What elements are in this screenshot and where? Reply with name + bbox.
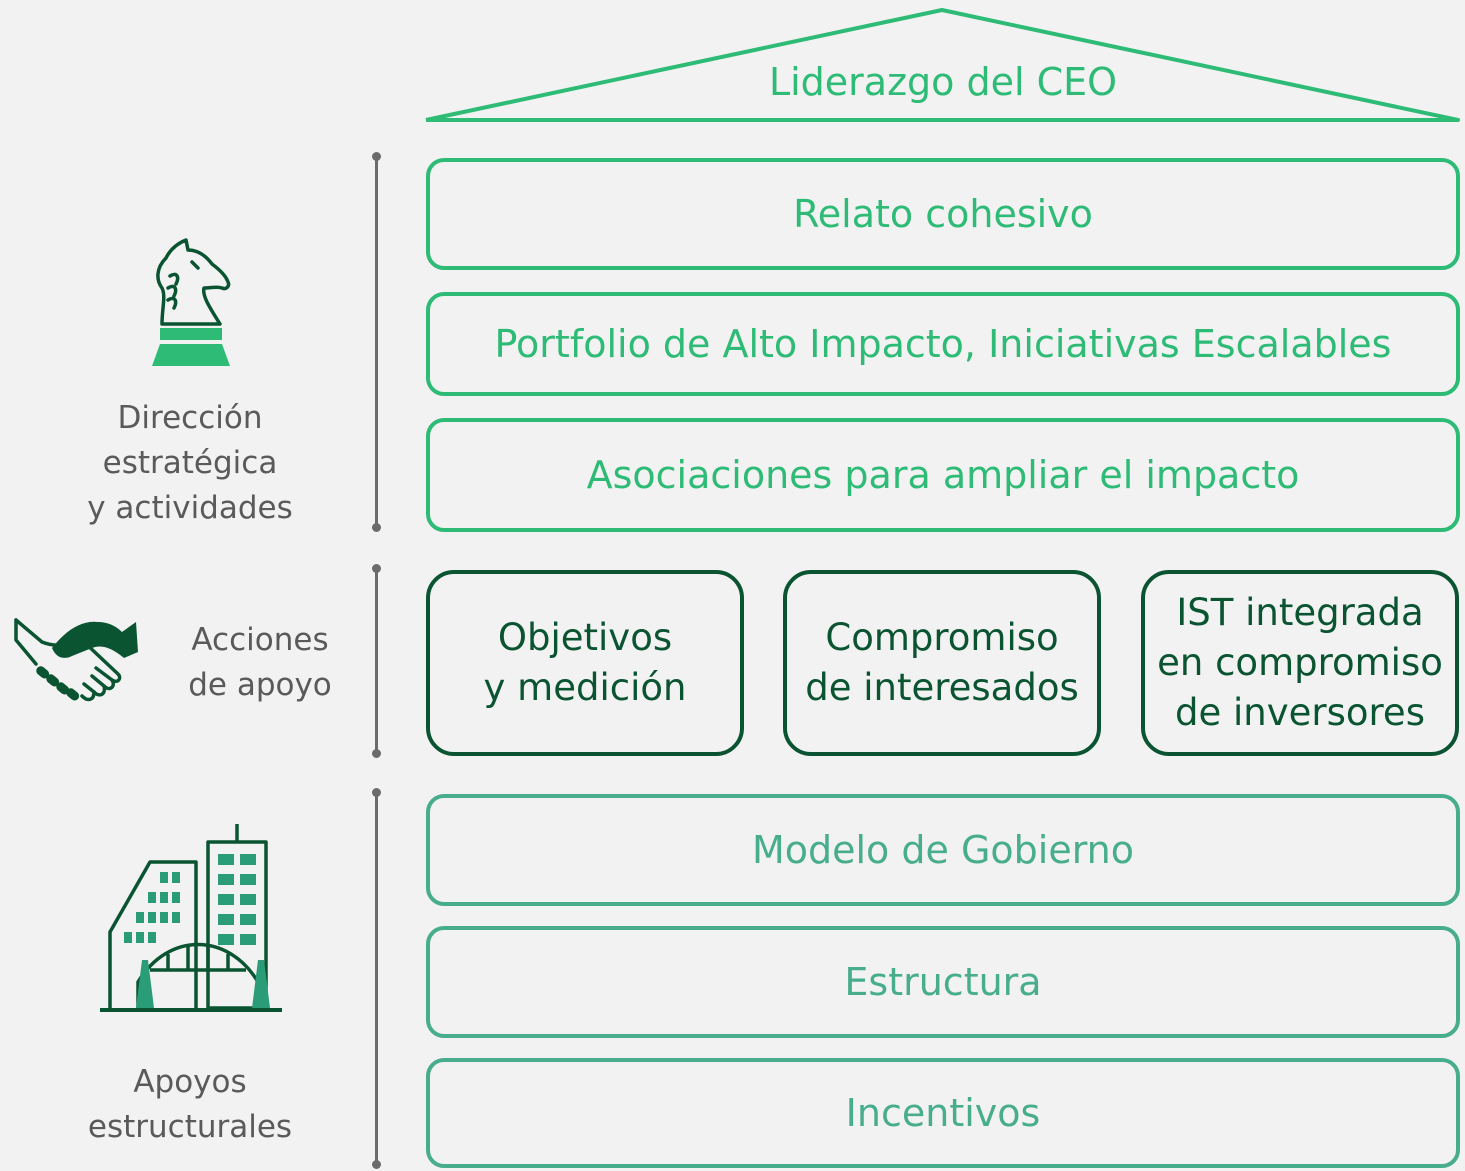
structural-bracket bbox=[370, 788, 384, 1169]
support-box-compromiso: Compromiso de interesados bbox=[783, 570, 1101, 756]
chess-knight-icon bbox=[152, 238, 231, 366]
city-buildings-icon bbox=[100, 824, 282, 1012]
structural-label: Apoyos estructurales bbox=[87, 1064, 293, 1145]
strategic-box-portfolio: Portfolio de Alto Impacto, Iniciativas E… bbox=[426, 292, 1460, 396]
structural-box-estructura: Estructura bbox=[426, 926, 1460, 1038]
strategic-box-label: Relato cohesivo bbox=[793, 192, 1093, 236]
strategic-box-label: Asociaciones para ampliar el impacto bbox=[586, 453, 1300, 497]
roof-title: Liderazgo del CEO bbox=[768, 60, 1118, 104]
structural-box-label: Incentivos bbox=[845, 1091, 1041, 1135]
support-bracket bbox=[370, 564, 384, 758]
support-box-label: Objetivos y medición bbox=[483, 616, 687, 709]
structural-box-gobierno: Modelo de Gobierno bbox=[426, 794, 1460, 906]
support-box-label: IST integrada en compromiso de inversore… bbox=[1157, 591, 1443, 734]
strategic-bracket bbox=[370, 152, 384, 532]
handshake-icon bbox=[14, 618, 138, 702]
structural-box-incentivos: Incentivos bbox=[426, 1058, 1460, 1168]
support-label: Acciones de apoyo bbox=[188, 622, 332, 703]
support-box-ist: IST integrada en compromiso de inversore… bbox=[1141, 570, 1459, 756]
structural-box-label: Estructura bbox=[844, 960, 1042, 1004]
support-box-objetivos: Objetivos y medición bbox=[426, 570, 744, 756]
roof-triangle bbox=[425, 8, 1460, 122]
strategic-box-label: Portfolio de Alto Impacto, Iniciativas E… bbox=[494, 322, 1392, 366]
strategic-label: Dirección estratégica y actividades bbox=[87, 400, 293, 526]
strategic-box-asociaciones: Asociaciones para ampliar el impacto bbox=[426, 418, 1460, 532]
structural-box-label: Modelo de Gobierno bbox=[751, 828, 1135, 872]
strategic-box-relato: Relato cohesivo bbox=[426, 158, 1460, 270]
support-box-label: Compromiso de interesados bbox=[805, 616, 1079, 709]
